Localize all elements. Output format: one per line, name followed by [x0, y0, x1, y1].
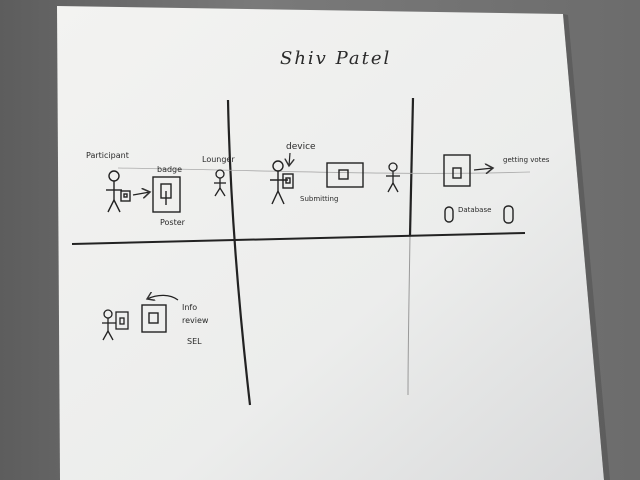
voter-figure: [386, 162, 400, 193]
paper-shadow: [563, 14, 610, 480]
label-getting-votes: getting votes: [503, 156, 550, 164]
label-poster: Poster: [160, 218, 186, 227]
label-sel: SEL: [187, 337, 202, 346]
label-device: device: [286, 142, 316, 152]
label-review: review: [182, 316, 209, 325]
review-board: [141, 304, 167, 333]
paper-sheet: [57, 6, 604, 480]
vertical-line-left: [226, 99, 252, 406]
label-lounger: Lounger: [202, 155, 235, 164]
reviewer-figure: [102, 309, 129, 341]
arrow-to-poster: [132, 192, 150, 195]
database-cylinder-right: [503, 205, 514, 224]
label-submitting: Submitting: [300, 195, 338, 203]
vote-screen: [443, 154, 471, 187]
label-badge: badge: [157, 165, 182, 174]
participant-figure: [106, 170, 131, 213]
vertical-line-right-faint: [407, 235, 411, 396]
arrow-review: [147, 295, 179, 300]
submitter-figure: [270, 160, 294, 205]
label-participant: Participant: [86, 151, 129, 160]
database-cylinder-left: [444, 206, 454, 223]
horizontal-guide-faint: [117, 167, 531, 174]
horizontal-line: [71, 232, 526, 245]
label-database: Database: [458, 206, 491, 214]
poster-board: [152, 176, 181, 213]
label-info: Info: [182, 303, 197, 312]
submission-screen: [326, 162, 364, 188]
arrow-getting-votes: [473, 168, 493, 170]
sketch-title: Shiv Patel: [280, 48, 391, 69]
arrow-device: [289, 152, 290, 166]
lounger-figure: [214, 169, 226, 197]
